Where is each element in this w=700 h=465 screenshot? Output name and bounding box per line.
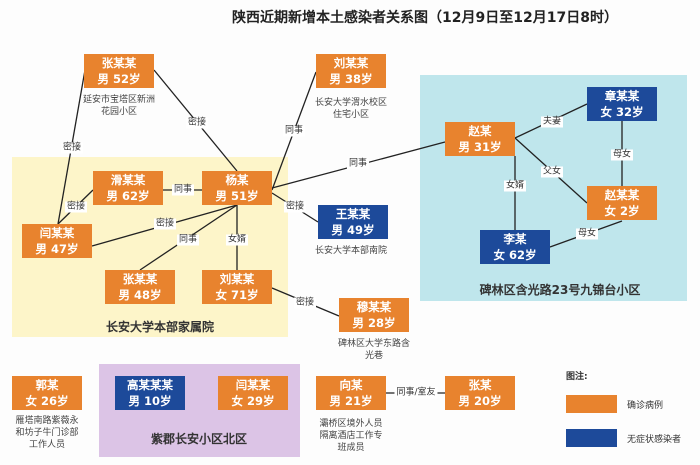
person-name: 王某某 [335,207,371,221]
person-note: 灞桥区境外人员隔离酒店工作专班成员 [319,419,383,453]
person-info: 男 52岁 [97,72,141,86]
edge-label: 女婿 [225,234,249,246]
person-guo26: 郭某女 26岁 [12,376,82,410]
edge-label: 同事/室友 [394,387,438,399]
person-wang49: 王某某男 49岁 [318,205,388,239]
person-info: 男 48岁 [118,288,162,302]
person-info: 男 49岁 [331,223,375,237]
diagram-title: 陕西近期新增本土感染者关系图（12月9日至12月17日8时） [232,10,618,26]
person-info: 男 38岁 [329,72,373,86]
person-yang51: 杨某男 51岁 [202,171,272,205]
person-zhang52: 张某某男 52岁 [84,54,154,88]
person-gao10: 高某某某男 10岁 [115,376,185,410]
edge-label: 同事 [176,234,200,246]
person-info: 女 29岁 [231,394,275,408]
edge-label: 密接 [60,142,84,154]
person-info: 男 20岁 [458,394,502,408]
person-name: 张某某 [101,56,137,70]
person-name: 刘某某 [333,56,369,70]
edge-label: 密接 [185,117,209,129]
person-note: 碑林区大学东路含光巷 [338,339,411,361]
person-liu38: 刘某某男 38岁 [316,54,386,88]
edge-label: 密接 [283,201,307,213]
person-name: 章某某 [604,89,640,103]
edge-label: 同事 [171,184,195,196]
person-li62: 李某女 62岁 [480,230,550,264]
person-info: 女 71岁 [215,288,259,302]
person-name: 赵某 [468,124,492,138]
edge-label: 密接 [153,218,177,230]
person-name: 向某 [339,378,363,392]
person-info: 男 51岁 [215,189,259,203]
region-label: 长安大学本部家属院 [105,320,215,334]
legend-swatch-asymptomatic [566,429,617,447]
edge-label: 密接 [64,201,88,213]
person-info: 男 62岁 [106,189,150,203]
person-info: 女 26岁 [25,394,69,408]
person-name: 穆某某 [356,300,392,314]
edge-label: 夫妻 [540,116,564,128]
edge-label: 同事 [346,158,370,170]
person-zhang48: 张某某男 48岁 [105,270,175,304]
edge-label: 同事 [282,125,306,137]
person-yan47: 闫某某男 47岁 [22,224,92,258]
person-zhao31: 赵某男 31岁 [445,122,515,156]
person-liu71: 刘某某女 71岁 [202,270,272,304]
legend-label-confirmed: 确诊病例 [627,401,664,411]
edge-label: 母女 [610,149,634,161]
edge-label: 父女 [540,166,564,178]
person-name: 杨某 [225,173,249,187]
legend-swatch-confirmed [566,395,617,413]
person-info: 男 28岁 [352,316,396,330]
person-name: 张某某 [122,272,158,286]
person-mu28: 穆某某男 28岁 [339,298,409,332]
person-note: 雁塔南路紫薇永和坊子牛门诊部工作人员 [15,416,79,450]
person-info: 男 10岁 [128,394,172,408]
person-info: 女 32岁 [600,105,644,119]
person-note: 延安市宝塔区新洲花园小区 [82,95,155,117]
region-label: 碑林区含光路23号九锦台小区 [479,283,641,297]
edge-label: 女婿 [503,180,527,192]
person-name: 闫某某 [39,226,75,240]
person-xiang21: 向某男 21岁 [316,376,386,410]
person-zhao2: 赵某某女 2岁 [587,186,657,220]
person-name: 刘某某 [219,272,255,286]
person-name: 张某 [468,378,492,392]
edge-label: 母女 [575,228,599,240]
region-label: 紫郡长安小区北区 [150,432,248,446]
legend-label-asymptomatic: 无症状感染者 [627,435,682,445]
person-info: 男 47岁 [35,242,79,256]
edge-label: 密接 [293,297,317,309]
person-note: 长安大学本部南院 [315,246,388,256]
person-info: 女 2岁 [604,204,640,218]
person-hua62: 滑某某男 62岁 [93,171,163,205]
person-info: 男 31岁 [458,140,502,154]
person-info: 女 62岁 [493,248,537,262]
person-name: 滑某某 [110,173,146,187]
person-name: 高某某某 [127,378,173,392]
person-name: 李某 [503,232,527,246]
person-name: 郭某 [35,378,59,392]
person-zhang20: 张某男 20岁 [445,376,515,410]
person-name: 赵某某 [604,188,640,202]
person-name: 闫某某 [235,378,271,392]
legend-title: 图注: [566,372,588,382]
person-note: 长安大学渭水校区住宅小区 [315,98,388,120]
person-yan29: 闫某某女 29岁 [218,376,288,410]
person-info: 男 21岁 [329,394,373,408]
person-zhang32: 章某某女 32岁 [587,87,657,121]
